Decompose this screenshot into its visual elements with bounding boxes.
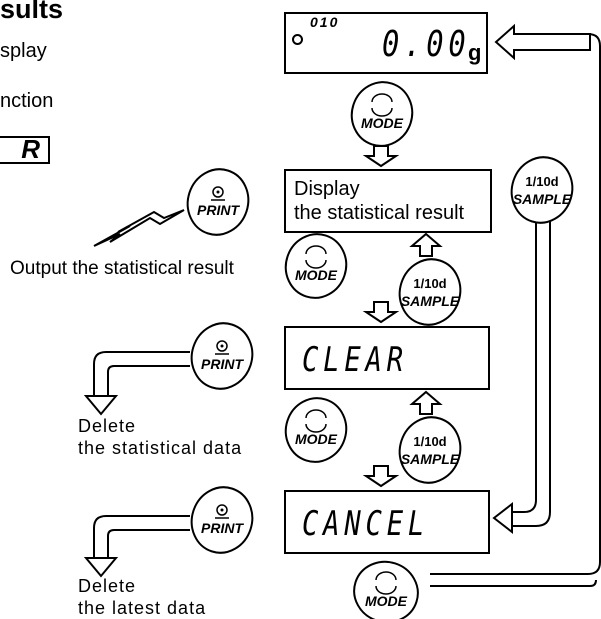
display-unit: g <box>468 40 482 65</box>
print-icon <box>216 504 228 516</box>
svg-text:1/10d: 1/10d <box>413 276 446 291</box>
mode-button-3[interactable]: MODE <box>278 390 355 469</box>
svg-text:SAMPLE: SAMPLE <box>401 451 460 467</box>
svg-text:MODE: MODE <box>295 267 338 283</box>
print-button-1[interactable]: PRINT <box>179 161 256 242</box>
print-icon <box>212 186 224 198</box>
sample-button-1[interactable]: 1/10d SAMPLE <box>503 149 580 230</box>
output-lightning-icon <box>93 209 185 247</box>
display-value: 0.00 <box>382 24 471 65</box>
delete-latest-label-1: Delete <box>78 576 137 596</box>
loop-arrowhead-top <box>494 23 591 61</box>
delete-latest-label-2: the latest data <box>78 598 207 618</box>
svg-text:MODE: MODE <box>295 431 338 447</box>
down-arrows <box>362 145 400 488</box>
mode-button-2[interactable]: MODE <box>278 226 355 305</box>
sample-to-cancel-arrow <box>492 218 551 535</box>
loop-arrow <box>430 33 601 587</box>
rotate-icon <box>375 571 397 581</box>
rotate-icon <box>305 245 327 255</box>
cancel-text: CANCEL <box>302 504 430 544</box>
output-stat-label: Output the statistical result <box>10 258 234 279</box>
delete-stat-arrow <box>83 351 190 416</box>
weight-display: 010 0.00 g <box>284 12 488 74</box>
sample-button-2[interactable]: 1/10d SAMPLE <box>391 251 468 332</box>
svg-text:1/10d: 1/10d <box>413 434 446 449</box>
delete-stat-label-2: the statistical data <box>78 438 243 458</box>
partial-box-text: R <box>21 134 40 164</box>
clear-display: CLEAR <box>284 326 490 390</box>
side-text-1: splay <box>0 40 47 62</box>
rotate-icon <box>371 93 393 103</box>
svg-text:PRINT: PRINT <box>201 356 244 372</box>
mode-button-1[interactable]: MODE <box>344 74 421 153</box>
rotate-icon <box>305 409 327 419</box>
mode-button-4[interactable]: MODE <box>346 554 425 619</box>
partial-display-box: R <box>0 134 50 164</box>
clear-text: CLEAR <box>302 340 408 380</box>
svg-text:MODE: MODE <box>365 593 408 609</box>
up-arrows <box>409 232 443 415</box>
statistical-result-panel: Display the statistical result <box>284 169 492 233</box>
svg-text:1/10d: 1/10d <box>525 174 558 189</box>
svg-text:PRINT: PRINT <box>201 520 244 536</box>
side-text-2: nction <box>0 90 54 112</box>
heading-partial: sults <box>0 0 64 24</box>
delete-stat-label-1: Delete <box>78 416 137 436</box>
svg-text:PRINT: PRINT <box>197 202 240 218</box>
delete-latest-arrow <box>83 515 190 578</box>
print-icon <box>216 340 228 352</box>
svg-text:SAMPLE: SAMPLE <box>401 293 460 309</box>
cancel-display: CANCEL <box>284 490 490 554</box>
svg-text:SAMPLE: SAMPLE <box>513 191 572 207</box>
stable-mark-icon <box>292 34 303 45</box>
stat-line-1: Display <box>294 178 360 200</box>
svg-text:MODE: MODE <box>361 115 404 131</box>
sample-button-3[interactable]: 1/10d SAMPLE <box>391 409 468 490</box>
stat-line-2: the statistical result <box>294 202 465 224</box>
display-code: 010 <box>310 14 340 30</box>
print-button-3[interactable]: PRINT <box>183 479 260 560</box>
print-button-2[interactable]: PRINT <box>183 315 260 396</box>
